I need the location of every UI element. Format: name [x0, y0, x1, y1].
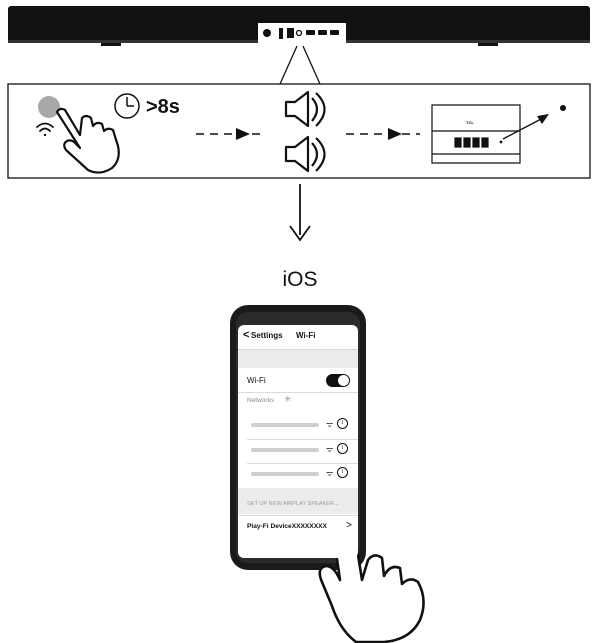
info-icon[interactable]: i [337, 418, 348, 429]
chevron-right-icon: > [346, 520, 352, 531]
spinner-icon: ✳ [284, 394, 292, 404]
spacer-band [238, 350, 358, 368]
back-button[interactable]: Settings [251, 331, 283, 340]
arrow-right-icon [196, 128, 266, 140]
wifi-row: Wi-Fi [238, 370, 358, 393]
rear-panel-icon [431, 104, 521, 164]
wifi-signal-icon: ᯤ [326, 420, 334, 429]
clock-icon [114, 93, 140, 119]
wifi-signal-icon: ᯤ [326, 469, 334, 478]
divider [247, 439, 358, 440]
section-band: SET UP NEW AIRPLAY SPEAKER... [238, 488, 358, 514]
info-icon[interactable]: i [337, 467, 348, 478]
airplay-section-header: SET UP NEW AIRPLAY SPEAKER... [247, 501, 339, 507]
back-chevron-icon[interactable]: < [243, 329, 250, 341]
page-title: Wi-Fi [296, 331, 316, 340]
pointer-arrow-icon [502, 114, 549, 140]
connect-button-icon [38, 96, 60, 118]
toggle-knob [338, 375, 349, 386]
soundbar-icon [8, 6, 590, 46]
wifi-toggle[interactable] [326, 374, 350, 387]
speaker-icon [284, 90, 326, 128]
playfi-device-row[interactable]: Play-Fi DeviceXXXXXXXX > [238, 515, 358, 538]
wifi-icon [36, 122, 54, 137]
arrow-right-icon [346, 128, 420, 140]
network-row[interactable]: ᯤ i [238, 441, 358, 461]
speaker-icon [284, 135, 326, 173]
network-row[interactable]: ᯤ i [238, 417, 358, 437]
networks-header: Networks ✳ [238, 393, 358, 409]
arrow-down-icon [289, 184, 311, 242]
wifi-signal-icon: ᯤ [326, 445, 334, 454]
network-name-placeholder [251, 472, 319, 476]
brand-label: TCL [466, 120, 474, 125]
network-row[interactable]: ᯤ i [238, 465, 358, 485]
hold-duration-label: >8s [146, 96, 180, 118]
hand-press-icon [55, 107, 120, 174]
phone-screen: < Settings Wi-Fi Wi-Fi Networks ✳ ᯤ i ᯤ … [238, 325, 358, 558]
device-label: Play-Fi DeviceXXXXXXXX [247, 523, 327, 530]
platform-label: iOS [282, 268, 318, 291]
info-icon[interactable]: i [337, 443, 348, 454]
network-name-placeholder [251, 423, 319, 427]
wifi-label: Wi-Fi [247, 376, 266, 385]
callout-lines [279, 45, 321, 85]
networks-label: Networks [247, 397, 275, 404]
network-name-placeholder [251, 448, 319, 452]
divider [247, 463, 358, 464]
reset-hole-icon [560, 105, 566, 111]
nav-bar: < Settings Wi-Fi [238, 325, 358, 350]
soundbar-ports-icon [263, 28, 339, 39]
